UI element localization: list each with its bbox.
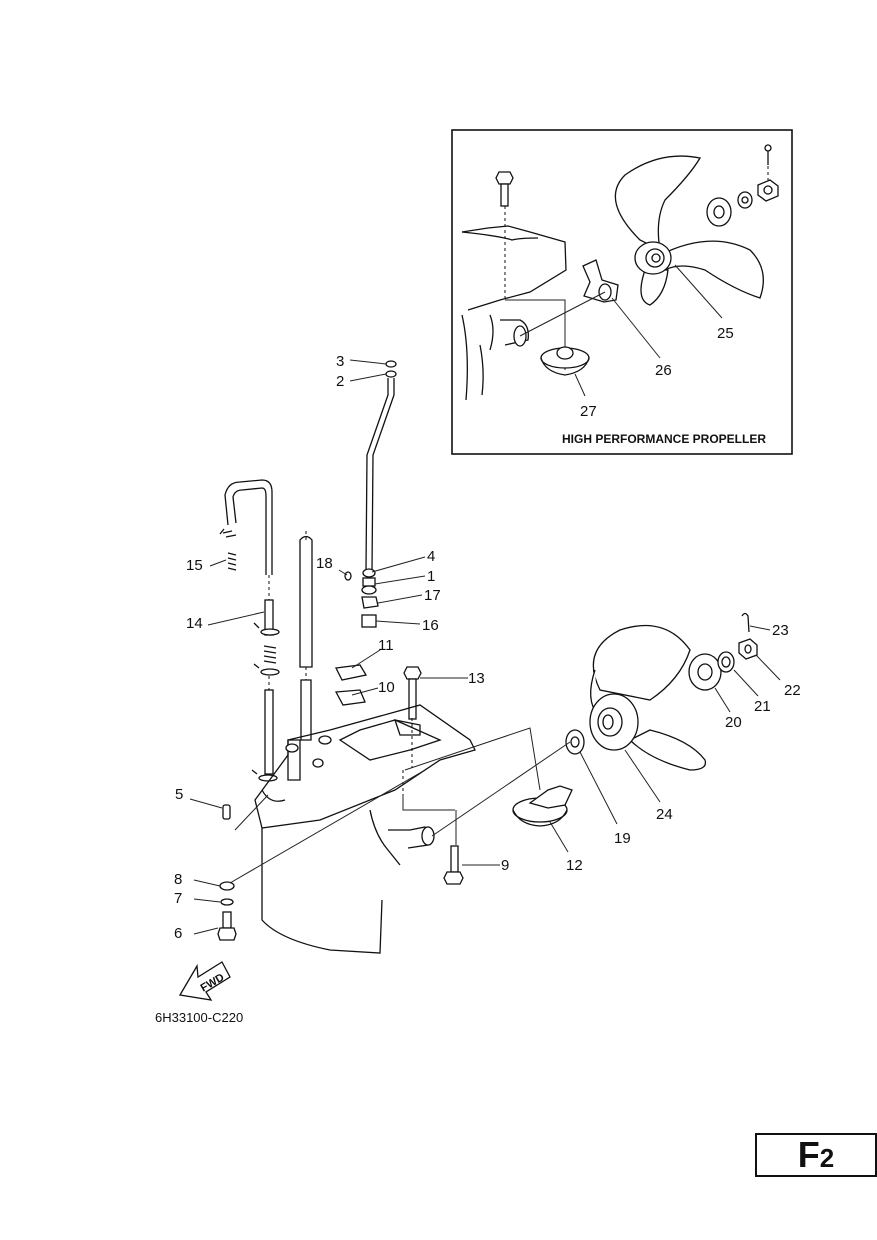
- thrust-washer-icon: [565, 729, 585, 755]
- callout-14: 14: [186, 615, 203, 632]
- washer-icon: [688, 653, 722, 691]
- callout-25: 25: [717, 325, 734, 342]
- high-performance-propeller-icon: [614, 155, 764, 306]
- propeller-nut-icon: [738, 638, 758, 660]
- callout-18: 18: [316, 555, 333, 572]
- callout-26: 26: [655, 362, 672, 379]
- callout-13: 13: [468, 670, 485, 687]
- spacer-icon: [717, 651, 735, 673]
- cotter-pin-icon: [741, 612, 750, 633]
- page-index-box: F2: [755, 1133, 877, 1177]
- callout-1: 1: [427, 568, 435, 585]
- callout-20: 20: [725, 714, 742, 731]
- inset-bolt-icon: [495, 171, 514, 207]
- thrust-spacer-icon: [582, 259, 619, 303]
- main-diagram: 3 2 4 1 17 16 18: [155, 353, 801, 1025]
- seal-icon: [334, 664, 368, 706]
- anode-bolt-icon: [443, 845, 464, 885]
- hose-icon: [219, 479, 280, 782]
- callout-17: 17: [424, 587, 441, 604]
- trim-tab-anode-icon: [540, 346, 590, 376]
- inset-nut-icon: [757, 179, 779, 202]
- propeller-icon: [589, 624, 707, 771]
- callout-27: 27: [580, 403, 597, 420]
- trim-tab-icon: [512, 785, 573, 827]
- bolt-icon: [403, 666, 422, 720]
- callout-12: 12: [566, 857, 583, 874]
- inset-spacer-icon: [737, 191, 753, 209]
- callout-21: 21: [754, 698, 771, 715]
- callout-15: 15: [186, 557, 203, 574]
- drive-shaft-icon: [299, 530, 313, 741]
- forward-arrow-icon: FWD: [178, 961, 231, 1001]
- dowel-pin-icon: [222, 804, 231, 820]
- callout-24: 24: [656, 806, 673, 823]
- callout-11: 11: [378, 637, 394, 654]
- inset-cotter-pin-icon: [764, 144, 772, 165]
- callout-10: 10: [378, 679, 395, 696]
- inset-title: HIGH PERFORMANCE PROPELLER: [562, 432, 766, 446]
- page-letter: F: [797, 1134, 820, 1175]
- callout-9: 9: [501, 857, 509, 874]
- grommet-stack-icon: [344, 568, 379, 628]
- callout-2: 2: [336, 373, 344, 390]
- callout-23: 23: [772, 622, 789, 639]
- water-pipe-icon: [365, 360, 397, 571]
- diagram-code: 6H33100-C220: [155, 1010, 243, 1025]
- inset-washer-icon: [706, 197, 732, 227]
- callout-7: 7: [174, 890, 182, 907]
- callout-3: 3: [336, 353, 344, 370]
- callout-6: 6: [174, 925, 182, 942]
- callout-16: 16: [422, 617, 439, 634]
- inset-panel: 25 26 27 HIGH PERFORMANCE PROPELLER: [451, 129, 793, 455]
- page-number: 2: [819, 1143, 835, 1173]
- callout-22: 22: [784, 682, 801, 699]
- lower-unit-housing-icon: [254, 704, 476, 954]
- callout-8: 8: [174, 871, 182, 888]
- bottom-fastener-icon: [217, 881, 237, 941]
- callout-5: 5: [175, 786, 183, 803]
- callout-19: 19: [614, 830, 631, 847]
- callout-4: 4: [427, 548, 435, 565]
